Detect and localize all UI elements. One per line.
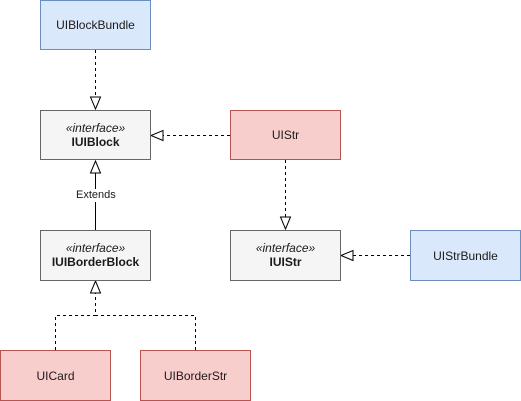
stereotype-label: «interface»	[255, 241, 316, 255]
node-label: UICard	[36, 368, 75, 383]
extends-label: Extends	[75, 189, 117, 202]
edge-uiborderstr-to-iuiborderblock	[95, 315, 196, 350]
node-uistr[interactable]: UIStr	[230, 110, 341, 160]
node-label: UIStrBundle	[433, 248, 498, 263]
node-label: UIBlockBundle	[56, 18, 135, 32]
stereotype-label: «interface»	[65, 120, 126, 135]
node-iuiborderblock[interactable]: «interface» IUIBorderBlock	[40, 230, 151, 281]
node-uiblockbundle[interactable]: UIBlockBundle	[40, 0, 151, 50]
node-uiborderstr[interactable]: UIBorderStr	[140, 350, 251, 401]
node-uistrbundle[interactable]: UIStrBundle	[410, 230, 521, 281]
edge-uicard-to-iuiborderblock	[55, 281, 96, 350]
node-label: IUIBlock	[71, 134, 120, 149]
node-label: UIBorderStr	[163, 368, 228, 383]
node-uicard[interactable]: UICard	[0, 350, 111, 401]
node-iuistr[interactable]: «interface» IUIStr	[230, 230, 341, 281]
node-iuiblock[interactable]: «interface» IUIBlock	[40, 110, 151, 160]
node-label: IUIStr	[269, 255, 302, 269]
node-label: IUIBorderBlock	[51, 255, 140, 269]
node-label: UIStr	[271, 128, 300, 142]
stereotype-label: «interface»	[65, 241, 126, 255]
